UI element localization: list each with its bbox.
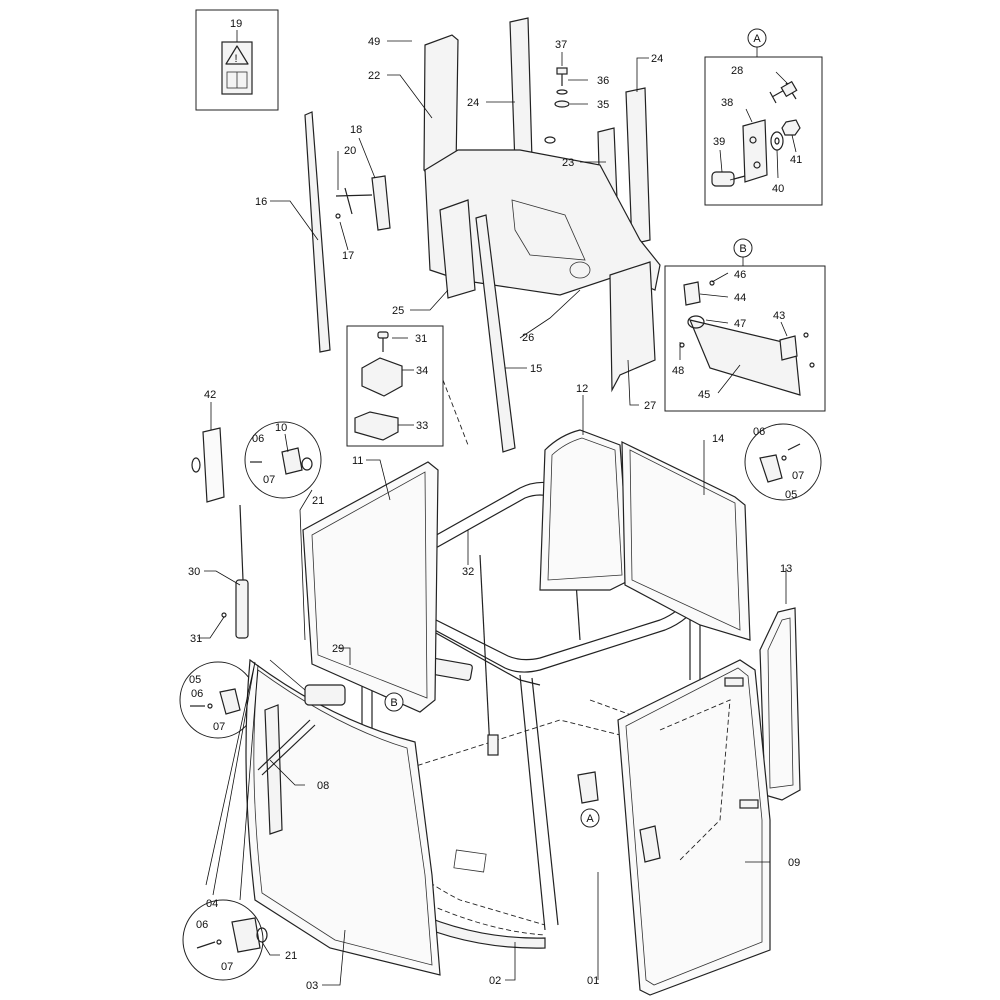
callout-label: 21 — [285, 950, 297, 962]
callout-label: 12 — [576, 383, 588, 395]
callout-label: 21 — [312, 495, 324, 507]
callout-label: 47 — [734, 318, 746, 330]
callout-label: 07 — [221, 961, 233, 973]
callout-label: 06 — [753, 426, 765, 438]
callout-label: 06 — [252, 433, 264, 445]
callout-label: 31 — [190, 633, 202, 645]
callout-label: 01 — [587, 975, 599, 987]
detail-marker-a: A — [753, 33, 761, 45]
callout-label: 49 — [368, 36, 380, 48]
detail-circle-10 — [244, 421, 322, 499]
svg-text:!: ! — [234, 53, 237, 65]
callout-label: 40 — [772, 183, 784, 195]
callout-label: 14 — [712, 433, 724, 445]
callout-label: 45 — [698, 389, 710, 401]
callout-label: 24 — [467, 97, 479, 109]
callout-label: 11 — [352, 455, 363, 467]
callout-label: 44 — [734, 292, 746, 304]
wiper-rail-assembly — [304, 111, 391, 353]
door-09 — [617, 659, 771, 996]
callout-label: 05 — [785, 489, 797, 501]
callout-label: 06 — [196, 919, 208, 931]
detail-b-handle-panel — [664, 238, 826, 412]
callout-label: 32 — [462, 566, 474, 578]
callout-label: 09 — [788, 857, 800, 869]
callout-label: 25 — [392, 305, 404, 317]
callout-label: 39 — [713, 136, 725, 148]
leader-lines — [198, 40, 797, 986]
callout-labels: 19 49 22 24 37 36 35 24 23 18 20 16 17 2… — [188, 18, 804, 992]
rear-glass-strut — [191, 427, 249, 639]
callout-label: 29 — [332, 643, 344, 655]
callout-label: 30 — [188, 566, 200, 578]
callout-label: 08 — [317, 780, 329, 792]
callout-label: 27 — [644, 400, 656, 412]
callout-label: 13 — [780, 563, 792, 575]
callout-label: 23 — [562, 157, 574, 169]
detail-ref-a: A — [586, 813, 594, 825]
callout-label: 07 — [792, 470, 804, 482]
rear-upper-panel-assembly — [423, 17, 661, 453]
front-door-03 — [245, 658, 441, 976]
detail-circle-05-left — [179, 661, 257, 739]
callout-label: 06 — [191, 688, 203, 700]
callout-label: 26 — [522, 332, 534, 344]
callout-label: 16 — [255, 196, 267, 208]
callout-label: 10 — [275, 422, 287, 434]
callout-label: 36 — [597, 75, 609, 87]
callout-label: 18 — [350, 124, 362, 136]
callout-label: 31 — [415, 333, 427, 345]
detail-bracket-panel — [346, 325, 469, 447]
panels-11-12-13-14 — [302, 429, 801, 801]
callout-label: 46 — [734, 269, 746, 281]
callout-label: 04 — [206, 898, 218, 910]
callout-label: 48 — [672, 365, 684, 377]
callout-label: 42 — [204, 389, 216, 401]
callout-label: 07 — [213, 721, 225, 733]
callout-label: 43 — [773, 310, 785, 322]
callout-label: 37 — [555, 39, 567, 51]
callout-label: 22 — [368, 70, 380, 82]
callout-label: 17 — [342, 250, 354, 262]
callout-label: 05 — [189, 674, 201, 686]
callout-label: 35 — [597, 99, 609, 111]
callout-label: 34 — [416, 365, 428, 377]
callout-label: 15 — [530, 363, 542, 375]
callout-label: 03 — [306, 980, 318, 992]
callout-label: 20 — [344, 145, 356, 157]
callout-label: 41 — [790, 154, 802, 166]
callout-label: 24 — [651, 53, 663, 65]
detail-circle-04 — [182, 899, 268, 981]
callout-label: 38 — [721, 97, 733, 109]
detail-markers: A B A B — [384, 33, 761, 828]
warning-decal-panel: ! — [195, 9, 279, 111]
callout-label: 28 — [731, 65, 743, 77]
fastener-set-35-37 — [544, 67, 570, 144]
callout-label: 19 — [230, 18, 242, 30]
detail-a-hinge-panel — [704, 28, 823, 206]
warning-triangle-icon — [225, 45, 249, 65]
callout-label: 33 — [416, 420, 428, 432]
callout-label: 02 — [489, 975, 501, 987]
detail-marker-b: B — [739, 243, 746, 255]
callout-label: 07 — [263, 474, 275, 486]
detail-circle-05-right — [744, 423, 822, 501]
detail-ref-b: B — [390, 697, 397, 709]
